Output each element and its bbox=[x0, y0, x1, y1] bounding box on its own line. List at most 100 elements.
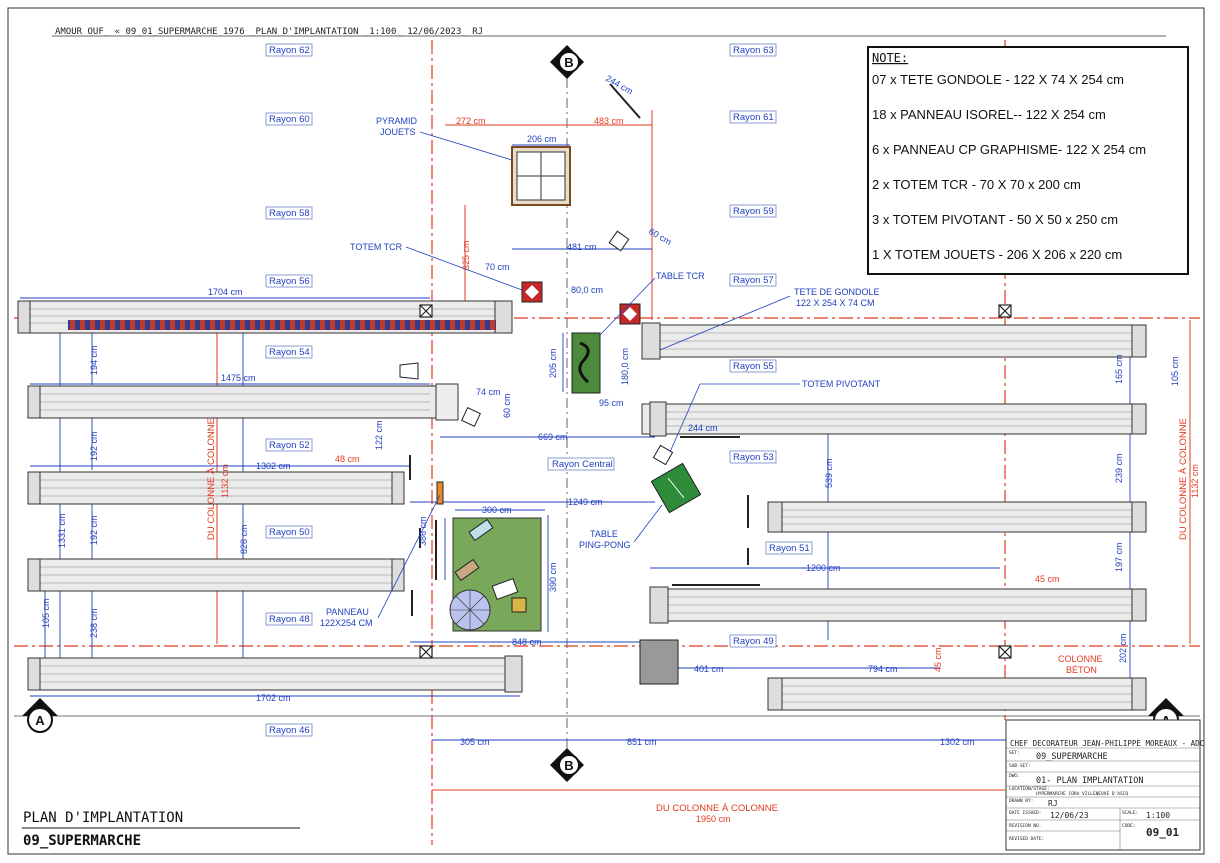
label-du-colonne-left-2: 1132 cm bbox=[220, 464, 230, 498]
shelf-row-51[interactable] bbox=[649, 586, 1147, 624]
totem-pivotant[interactable] bbox=[461, 230, 674, 466]
note-line-1: 07 x TETE GONDOLE - 122 X 74 X 254 cm bbox=[872, 72, 1124, 87]
produce-crate[interactable] bbox=[639, 639, 679, 685]
label-du-colonne-left-1: DU COLONNE À COLONNE bbox=[206, 418, 217, 540]
shelf-row-54[interactable] bbox=[27, 383, 459, 421]
rayon-48: Rayon 48 bbox=[269, 614, 310, 625]
dim-105a: 105 cm bbox=[1170, 356, 1180, 386]
label-table-ping-1: TABLE bbox=[590, 529, 618, 539]
tb-code: 09_01 bbox=[1146, 826, 1179, 839]
tb-revdate-label: REVISED DATE: bbox=[1009, 836, 1044, 842]
dim-45a: 45 cm bbox=[1035, 574, 1060, 584]
dim-60a: 60 cm bbox=[647, 226, 673, 247]
panneau-small[interactable] bbox=[436, 481, 444, 505]
label-colonne-1: COLONNE bbox=[1058, 654, 1103, 664]
rayon-62: Rayon 62 bbox=[269, 45, 310, 56]
dim-194: 194 cm bbox=[89, 345, 99, 375]
rayon-56: Rayon 56 bbox=[269, 276, 310, 287]
dim-1302a: 1302 cm bbox=[256, 461, 291, 471]
tb-drawn: RJ bbox=[1048, 799, 1058, 808]
label-totem-tcr: TOTEM TCR bbox=[350, 242, 403, 252]
dim-202: 202 cm bbox=[1118, 633, 1128, 663]
tb-scale: 1:100 bbox=[1146, 811, 1170, 820]
dim-244b: 244 cm bbox=[688, 423, 718, 433]
dim-1475: 1475 cm bbox=[221, 373, 256, 383]
rayon-50: Rayon 50 bbox=[269, 527, 310, 538]
dim-192b: 192 cm bbox=[89, 515, 99, 545]
dim-305: 305 cm bbox=[460, 737, 490, 747]
rayon-61: Rayon 61 bbox=[733, 112, 774, 123]
shelf-row-50[interactable] bbox=[27, 558, 405, 592]
dim-239: 239 cm bbox=[1114, 453, 1124, 483]
dim-205: 205 cm bbox=[548, 348, 558, 378]
rayon-55: Rayon 55 bbox=[733, 361, 774, 372]
dim-45b: 45 cm bbox=[933, 647, 943, 672]
dim-272: 272 cm bbox=[456, 116, 486, 126]
lounge-area[interactable] bbox=[449, 517, 542, 632]
tb-loc-label: LOCATION/STAGE: bbox=[1009, 786, 1050, 792]
tb-dwg: 01- PLAN IMPLANTATION bbox=[1036, 776, 1143, 786]
dim-165: 165 cm bbox=[1114, 354, 1124, 384]
dim-539: 539 cm bbox=[824, 458, 834, 488]
table-tcr[interactable] bbox=[571, 332, 601, 394]
tb-dwg-label: DWG: bbox=[1009, 773, 1020, 779]
svg-text:A: A bbox=[35, 713, 45, 728]
dim-851: 851 cm bbox=[627, 737, 657, 747]
red-dim-lines bbox=[216, 110, 1191, 791]
dim-122: 122 cm bbox=[374, 420, 384, 450]
tete-gondole-small[interactable] bbox=[399, 362, 419, 380]
note-title: NOTE: bbox=[872, 51, 908, 65]
dim-105b: 105 cm bbox=[41, 598, 51, 628]
rayon-51: Rayon 51 bbox=[769, 543, 810, 554]
dim-300: 300 cm bbox=[482, 505, 512, 515]
tb-date-label: DATE ISSUED: bbox=[1009, 810, 1042, 816]
plan-title-2: 09_SUPERMARCHE bbox=[23, 833, 141, 849]
rayon-52: Rayon 52 bbox=[269, 440, 310, 451]
note-line-4: 2 x TOTEM TCR - 70 X 70 x 200 cm bbox=[872, 177, 1081, 192]
dim-483: 483 cm bbox=[594, 116, 624, 126]
note-box: NOTE: 07 x TETE GONDOLE - 122 X 74 X 254… bbox=[867, 46, 1189, 275]
tb-subset-label: SUB-SET: bbox=[1009, 763, 1031, 769]
label-tete-gondole-1: TETE DE GONDOLE bbox=[794, 287, 880, 297]
dim-828: 828 cm bbox=[239, 524, 249, 554]
shelf-row-49[interactable] bbox=[767, 677, 1147, 711]
title-block: CHEF DECORATEUR JEAN-PHILIPPE MOREAUX - … bbox=[1005, 719, 1204, 851]
pyramid-jouets[interactable] bbox=[511, 146, 571, 206]
rayon-58: Rayon 58 bbox=[269, 208, 310, 219]
label-tete-gondole-2: 122 X 254 X 74 CM bbox=[796, 298, 875, 308]
dim-1331: 1331 cm bbox=[57, 513, 67, 548]
shelf-row-57[interactable] bbox=[641, 322, 1147, 360]
shelf-row-53[interactable] bbox=[767, 501, 1147, 533]
sheet-border bbox=[7, 7, 1205, 855]
plan-title: PLAN D'IMPLANTATION 09_SUPERMARCHE bbox=[22, 810, 300, 849]
label-colonne-2: BÉTON bbox=[1066, 665, 1097, 675]
section-marker-a-left: A bbox=[22, 698, 58, 733]
label-pyramid-2: JOUETS bbox=[380, 127, 416, 137]
label-table-tcr: TABLE TCR bbox=[656, 271, 705, 281]
rayon-60: Rayon 60 bbox=[269, 114, 310, 125]
dim-401: 401 cm bbox=[694, 664, 724, 674]
columns bbox=[419, 304, 1012, 659]
dim-1200: 1200 cm bbox=[806, 563, 841, 573]
label-panneau-1: PANNEAU bbox=[326, 607, 369, 617]
dim-325: 325 cm bbox=[461, 240, 471, 270]
dim-1704: 1704 cm bbox=[208, 287, 243, 297]
dim-192a: 192 cm bbox=[89, 431, 99, 461]
dim-1702: 1702 cm bbox=[256, 693, 291, 703]
label-du-colonne-bottom-1: DU COLONNE À COLONNE bbox=[656, 803, 778, 814]
tb-scale-label: SCALE: bbox=[1122, 810, 1138, 816]
dim-244a: 244 cm bbox=[604, 73, 635, 96]
dim-481: 481 cm bbox=[567, 242, 597, 252]
section-marker-b-bottom: B bbox=[550, 748, 584, 782]
shelf-row-55[interactable] bbox=[641, 401, 1147, 437]
dim-390: 390 cm bbox=[548, 562, 558, 592]
tb-rev-label: REVISION NO. bbox=[1009, 823, 1042, 829]
table-ping-pong[interactable] bbox=[650, 462, 702, 514]
rayon-49: Rayon 49 bbox=[733, 636, 774, 647]
label-du-colonne-right-2: 1132 cm bbox=[1190, 464, 1200, 498]
shelf-row-48[interactable] bbox=[27, 655, 523, 693]
rayon-59: Rayon 59 bbox=[733, 206, 774, 217]
dim-794: 794 cm bbox=[868, 664, 898, 674]
shelf-row-56[interactable] bbox=[17, 300, 513, 334]
shelf-row-52[interactable] bbox=[27, 471, 405, 505]
